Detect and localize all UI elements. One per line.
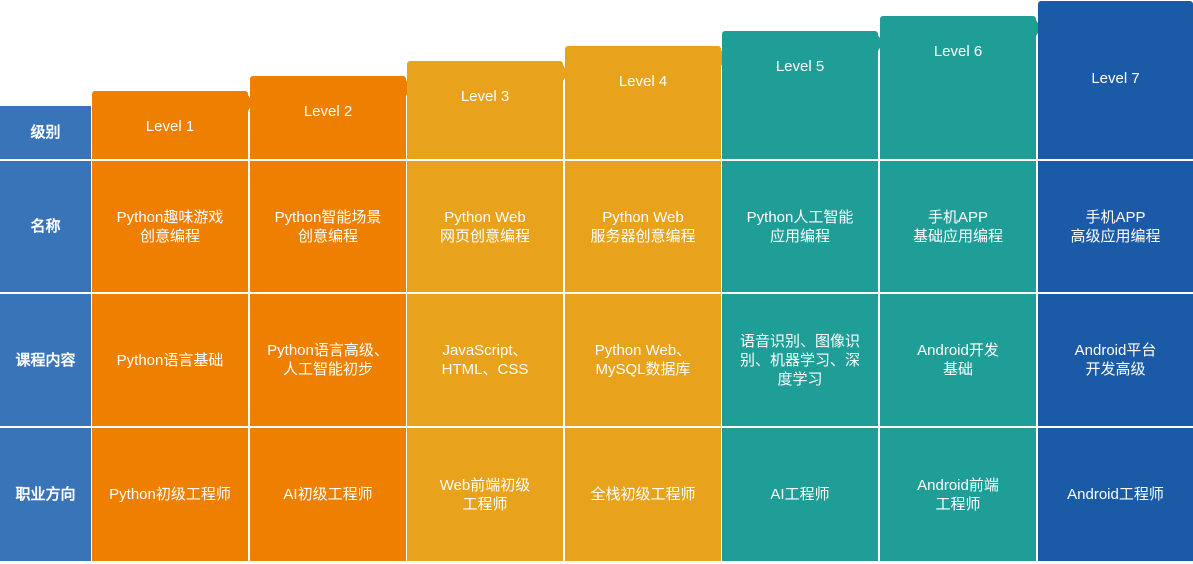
level-2-career: AI初级工程师 [250, 428, 406, 561]
level-label: Level 3 [460, 88, 510, 105]
level-label: Level 4 [618, 73, 668, 90]
level-label: Level 5 [775, 58, 825, 75]
level-2-content: Python语言高级、 人工智能初步 [250, 294, 406, 426]
level-label: Level 7 [1091, 70, 1140, 87]
level-5-name: Python人工智能 应用编程 [722, 161, 878, 292]
level-7-name: 手机APP 高级应用编程 [1038, 161, 1193, 292]
level-6-content: Android开发 基础 [880, 294, 1036, 426]
level-7-content: Android平台 开发高级 [1038, 294, 1193, 426]
level-header-6: Level 6 [880, 16, 1036, 159]
level-3-name: Python Web 网页创意编程 [407, 161, 563, 292]
level-4-career: 全栈初级工程师 [565, 428, 721, 561]
level-1-career: Python初级工程师 [92, 428, 248, 561]
level-7-career: Android工程师 [1038, 428, 1193, 561]
level-2-name: Python智能场景 创意编程 [250, 161, 406, 292]
level-label: Level 2 [303, 103, 353, 120]
level-header-5: Level 5 [722, 31, 878, 159]
level-3-content: JavaScript、 HTML、CSS [407, 294, 563, 426]
level-header-3: Level 3 [407, 61, 563, 159]
level-4-name: Python Web 服务器创意编程 [565, 161, 721, 292]
level-5-career: AI工程师 [722, 428, 878, 561]
level-6-career: Android前端 工程师 [880, 428, 1036, 561]
level-1-name: Python趣味游戏 创意编程 [92, 161, 248, 292]
level-1-content: Python语言基础 [92, 294, 248, 426]
row-label-career: 职业方向 [0, 428, 91, 561]
level-header-7: Level 7 [1038, 1, 1193, 159]
level-3-career: Web前端初级 工程师 [407, 428, 563, 561]
level-4-content: Python Web、 MySQL数据库 [565, 294, 721, 426]
row-label-content: 课程内容 [0, 294, 91, 426]
level-label: Level 1 [145, 118, 195, 135]
row-label-name: 名称 [0, 161, 91, 292]
level-label: Level 6 [933, 43, 983, 60]
level-6-name: 手机APP 基础应用编程 [880, 161, 1036, 292]
row-label-level: 级别 [0, 106, 91, 159]
level-5-content: 语音识别、图像识 别、机器学习、深 度学习 [722, 294, 878, 426]
level-header-1: Level 1 [92, 91, 248, 159]
level-header-4: Level 4 [565, 46, 721, 159]
level-header-2: Level 2 [250, 76, 406, 159]
